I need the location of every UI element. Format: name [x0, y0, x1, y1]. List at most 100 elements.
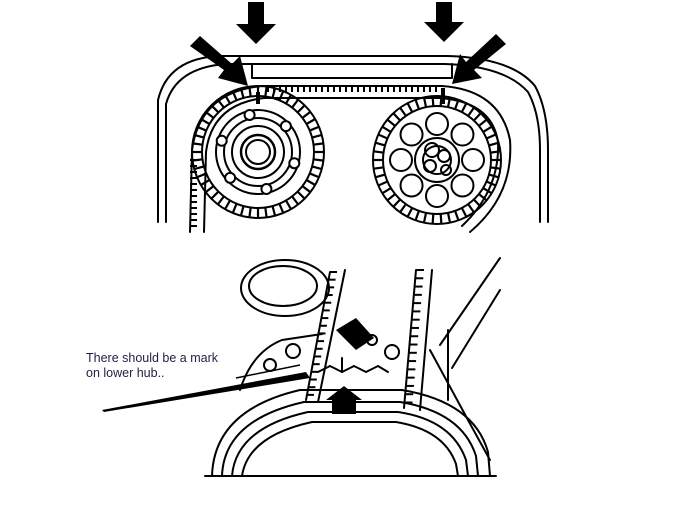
sprocket-tooth: [210, 104, 220, 114]
sprocket-tooth: [309, 172, 320, 179]
sprocket-tooth: [490, 166, 501, 170]
annotation-line-2: on lower hub..: [86, 366, 165, 380]
sprocket-tooth: [204, 110, 215, 119]
sprocket-tooth: [446, 212, 452, 223]
sprocket-tooth: [486, 180, 497, 187]
sprocket-tooth: [431, 213, 435, 224]
sprocket-tooth: [248, 86, 252, 97]
sprocket-tooth: [373, 150, 384, 154]
sprocket-tooth: [200, 179, 211, 186]
sprocket-tooth: [264, 207, 268, 218]
sprocket-tooth: [200, 118, 211, 125]
sprocket-tooth: [192, 158, 203, 162]
sprocket-tooth: [399, 107, 407, 117]
sprocket-tooth: [301, 110, 312, 119]
upper-housing-outline: [157, 55, 549, 223]
cam-bolt: [215, 134, 228, 147]
sprocket-tooth: [196, 172, 207, 179]
right-cam-teeth: [373, 96, 501, 224]
sprocket-tooth: [271, 87, 277, 99]
sprocket-tooth: [224, 199, 231, 210]
sprocket-tooth: [231, 90, 238, 101]
sprocket-tooth: [193, 133, 205, 139]
sprocket-tooth: [422, 212, 428, 223]
sprocket-tooth: [196, 125, 207, 132]
left-cam-teeth: [192, 86, 324, 218]
annotation-leader: [102, 364, 310, 412]
sprocket-tooth: [309, 125, 320, 132]
sprocket-tooth: [406, 207, 414, 218]
sprocket-tooth: [439, 213, 443, 224]
arrow-diagonal-right: [452, 34, 506, 84]
sprocket-tooth: [392, 198, 401, 208]
arrow-down-to-mark: [336, 318, 374, 350]
sprocket-tooth: [446, 97, 452, 108]
sprocket-tooth: [377, 180, 388, 187]
sprocket-tooth: [467, 203, 475, 213]
sprocket-tooth: [264, 86, 268, 97]
sprocket-tooth: [296, 104, 306, 114]
belt-teeth-lower: [306, 269, 424, 404]
sprocket-tooth: [467, 107, 475, 117]
right-cam-lightening-holes: [389, 112, 485, 208]
sprocket-tooth: [305, 179, 316, 186]
sprocket-tooth: [271, 205, 277, 217]
right-cam-center-bolts: [423, 142, 452, 176]
sprocket-tooth: [216, 195, 225, 206]
sprocket-tooth: [386, 118, 396, 127]
sprocket-tooth: [305, 118, 316, 125]
arrow-down-left: [236, 2, 276, 44]
sprocket-tooth: [373, 166, 384, 170]
arrow-up-from-pulley: [326, 386, 362, 414]
sprocket-tooth: [216, 98, 225, 109]
sprocket-tooth: [460, 207, 468, 218]
sprocket-tooth: [478, 118, 488, 127]
cam-bolt: [279, 120, 292, 133]
sprocket-tooth: [278, 203, 285, 214]
sprocket-tooth: [488, 141, 499, 147]
sprocket-tooth: [375, 173, 386, 179]
arrow-diagonal-left: [190, 36, 248, 86]
arrow-down-right: [424, 2, 464, 42]
sprocket-tooth: [414, 210, 420, 221]
sprocket-tooth: [422, 97, 428, 108]
sprocket-tooth: [431, 96, 435, 107]
sprocket-tooth: [478, 193, 488, 202]
sprocket-tooth: [285, 199, 292, 210]
cam-bolt: [224, 171, 237, 184]
sprocket-tooth: [473, 198, 482, 208]
sprocket-tooth: [454, 210, 460, 221]
sprocket-tooth: [488, 173, 499, 179]
lightening-hole: [399, 173, 424, 198]
sprocket-tooth: [482, 187, 493, 195]
sprocket-tooth: [311, 133, 323, 139]
sprocket-tooth: [473, 112, 482, 122]
lightening-hole: [425, 184, 449, 208]
lightening-hole: [399, 122, 424, 147]
sprocket-tooth: [291, 195, 300, 206]
lightening-hole: [389, 148, 413, 172]
sprocket-tooth: [296, 190, 306, 200]
cam-bolt: [243, 108, 256, 121]
sprocket-tooth: [291, 98, 300, 109]
sprocket-tooth: [231, 203, 238, 214]
sprocket-tooth: [454, 99, 460, 110]
sprocket-tooth: [381, 187, 392, 195]
cam-bolt: [260, 183, 273, 196]
left-cam-bolts: [215, 108, 301, 196]
sprocket-tooth: [248, 207, 252, 218]
sprocket-tooth: [239, 87, 245, 99]
sprocket-tooth: [224, 94, 231, 105]
crank-pulley: [204, 389, 497, 477]
lightening-hole: [425, 112, 449, 136]
lightening-hole: [461, 148, 485, 172]
lower-cover-outline: [239, 257, 501, 461]
annotation-text: There should be a mark on lower hub..: [86, 351, 286, 381]
lightening-hole: [450, 173, 475, 198]
right-cam-sprocket: [372, 95, 502, 225]
sprocket-tooth: [414, 99, 420, 110]
annotation-line-1: There should be a mark: [86, 351, 219, 365]
sprocket-tooth: [381, 125, 392, 133]
sprocket-tooth: [386, 193, 396, 202]
